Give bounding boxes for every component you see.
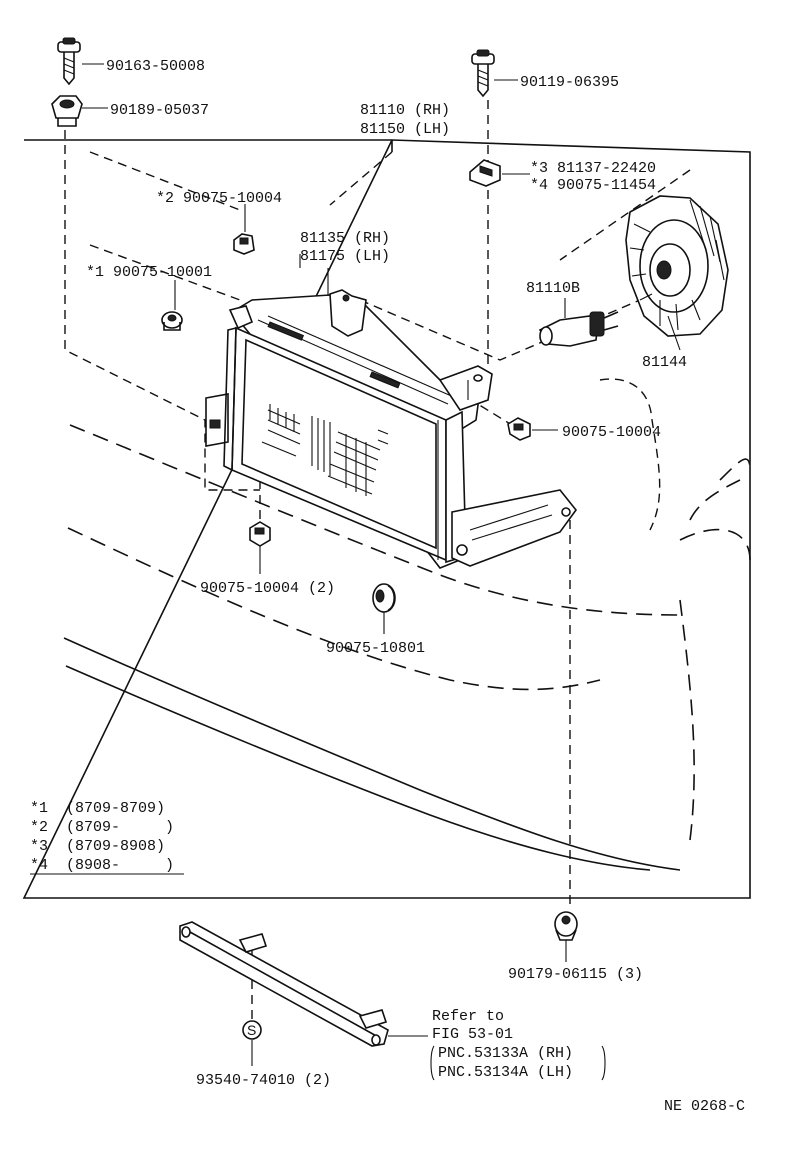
guide-line-4 bbox=[64, 130, 260, 491]
label-grommet: 90075-10801 bbox=[326, 640, 425, 657]
legend-row-1: *1 (8709-8709) bbox=[30, 800, 165, 817]
legend-row-3: *3 (8709-8908) bbox=[30, 838, 165, 855]
label-bulb: 81110B bbox=[526, 280, 580, 297]
reference-line-4: PNC.53134A (LH) bbox=[438, 1064, 573, 1081]
label-nut-bottom: 90075-10004 (2) bbox=[200, 580, 335, 597]
label-cover: 81144 bbox=[642, 354, 687, 371]
label-unit-lh: 81175 (LH) bbox=[300, 248, 390, 265]
label-headlamp-lh: 81150 (LH) bbox=[360, 121, 450, 138]
nut-icon-1 bbox=[161, 311, 183, 331]
grommet-icon bbox=[372, 583, 396, 613]
guide-line-2 bbox=[329, 151, 393, 206]
screw-icon-top-left bbox=[57, 37, 81, 86]
label-headlamp-rh: 81110 (RH) bbox=[360, 102, 450, 119]
reference-line-3: PNC.53133A (RH) bbox=[438, 1045, 573, 1062]
label-nut-2: *2 90075-10004 bbox=[156, 190, 282, 207]
label-nut-right: 90075-10004 bbox=[562, 424, 661, 441]
support-bar-icon bbox=[179, 921, 389, 1047]
clip-icon bbox=[469, 159, 501, 187]
reference-line-2: FIG 53-01 bbox=[432, 1026, 513, 1043]
legend-row-2: *2 (8709- ) bbox=[30, 819, 174, 836]
reference-line-1: Refer to bbox=[432, 1008, 504, 1025]
legend: *1 (8709-8709) *2 (8709- ) *3 (8709-8908… bbox=[30, 800, 184, 875]
label-unit-rh: 81135 (RH) bbox=[300, 230, 390, 247]
guide-line-1 bbox=[89, 151, 241, 211]
guide-line-12 bbox=[599, 378, 661, 531]
screw-icon-top-right bbox=[471, 49, 495, 98]
label-bracket-nut: 93540-74010 (2) bbox=[196, 1072, 331, 1089]
reference-block: Refer to FIG 53-01 PNC.53133A (RH) PNC.5… bbox=[430, 1008, 606, 1081]
label-nut-1: *1 90075-10001 bbox=[86, 264, 212, 281]
headlamp-assembly-icon bbox=[205, 289, 578, 569]
guide-line-3 bbox=[89, 244, 241, 301]
bulb-icon bbox=[538, 311, 619, 347]
nut-icon-right bbox=[507, 417, 531, 441]
label-nut-top-left: 90189-05037 bbox=[110, 102, 209, 119]
label-screw-top-left: 90163-50008 bbox=[106, 58, 205, 75]
nut-icon-2 bbox=[233, 233, 255, 255]
bracket-nut-icon: S bbox=[242, 1020, 262, 1040]
legend-row-4: *4 (8908- ) bbox=[30, 857, 174, 874]
svg-text:S: S bbox=[247, 1022, 256, 1038]
guide-line-5 bbox=[559, 169, 691, 261]
nut-icon-bottom bbox=[249, 521, 271, 547]
label-clip-4: *4 90075-11454 bbox=[530, 177, 656, 194]
fender-outline bbox=[63, 424, 751, 871]
figure-code: NE 0268-C bbox=[664, 1098, 745, 1115]
label-screw-top-right: 90119-06395 bbox=[520, 74, 619, 91]
label-clip-3: *3 81137-22420 bbox=[530, 160, 656, 177]
nut-icon-top-left bbox=[51, 95, 83, 127]
clip-icon-bottom-right bbox=[554, 911, 578, 941]
dust-cover-icon bbox=[625, 195, 729, 337]
label-clip-bottom-right: 90179-06115 (3) bbox=[508, 966, 643, 983]
diagram-frame bbox=[22, 139, 751, 899]
